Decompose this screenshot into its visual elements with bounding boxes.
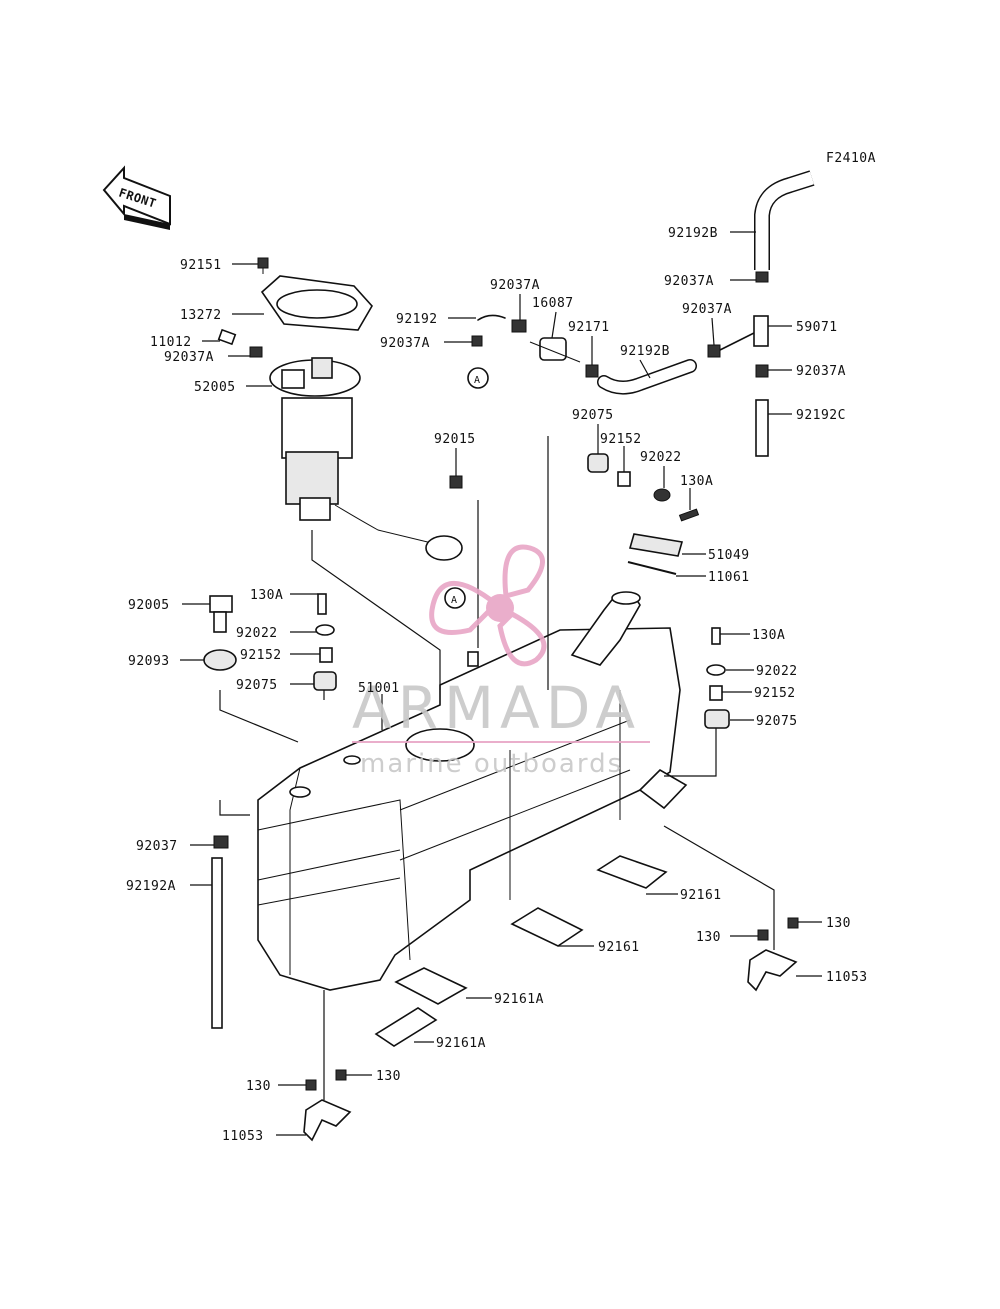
label-92171: 92171 (568, 320, 610, 335)
label-92037a-pump: 92037A (164, 350, 214, 365)
label-92015: 92015 (434, 432, 476, 447)
label-51049: 51049 (708, 548, 750, 563)
callout-a-tank: A (451, 595, 458, 606)
label-92161a-b: 92161A (436, 1036, 486, 1051)
figure-code: F2410A (826, 151, 876, 166)
label-92037a-5: 92037A (796, 364, 846, 379)
fuel-tank-body: A (257, 587, 688, 991)
watermark-tagline: marine outboards (360, 749, 623, 779)
label-13272: 13272 (180, 308, 222, 323)
label-92161a-a: 92161A (494, 992, 544, 1007)
label-92161-a: 92161 (680, 888, 722, 903)
label-92192c: 92192C (796, 408, 846, 423)
filler-mount-hardware (449, 453, 700, 575)
label-92075-top: 92075 (572, 408, 614, 423)
label-92152-top: 92152 (600, 432, 642, 447)
label-92192a: 92192A (126, 879, 176, 894)
label-130-r1: 130 (826, 916, 851, 931)
label-11053-r: 11053 (826, 970, 868, 985)
label-130-l2: 130 (376, 1069, 401, 1084)
leader-lines (180, 231, 822, 1136)
label-92075-right: 92075 (756, 714, 798, 729)
propeller-logo-icon (429, 544, 547, 667)
label-92037a-3: 92037A (682, 302, 732, 317)
label-92022-top: 92022 (640, 450, 682, 465)
label-130-r2: 130 (696, 930, 721, 945)
label-92161-b: 92161 (598, 940, 640, 955)
label-11012: 11012 (150, 335, 192, 350)
label-92037: 92037 (136, 839, 178, 854)
label-92152-right: 92152 (754, 686, 796, 701)
label-92005: 92005 (128, 598, 170, 613)
label-16087: 16087 (532, 296, 574, 311)
label-92037a-2: 92037A (380, 336, 430, 351)
label-11061: 11061 (708, 570, 750, 585)
brackets (303, 917, 799, 1142)
vent-hose-assembly: A (467, 170, 815, 457)
tank-pads (374, 855, 668, 1047)
label-92152-left: 92152 (240, 648, 282, 663)
label-92192b-top: 92192B (668, 226, 718, 241)
side-hose (211, 835, 229, 1029)
label-11053-l: 11053 (222, 1129, 264, 1144)
label-130a-left: 130A (250, 588, 283, 603)
label-92093: 92093 (128, 654, 170, 669)
label-130a-right: 130A (752, 628, 785, 643)
left-mount-stack (203, 593, 337, 691)
label-51001: 51001 (358, 681, 400, 696)
callout-a-top: A (474, 375, 481, 386)
label-92192b-mid: 92192B (620, 344, 670, 359)
label-92022-left: 92022 (236, 626, 278, 641)
label-92037a-4: 92037A (664, 274, 714, 289)
front-arrow-icon: FRONT (102, 165, 171, 230)
label-92037a-1: 92037A (490, 278, 540, 293)
label-92192: 92192 (396, 312, 438, 327)
label-92151: 92151 (180, 258, 222, 273)
watermark-brand: ARMADA (352, 674, 641, 742)
label-130a-top: 130A (680, 474, 713, 489)
label-92022-right: 92022 (756, 664, 798, 679)
label-59071: 59071 (796, 320, 838, 335)
label-52005: 52005 (194, 380, 236, 395)
part-labels: 92151 13272 11012 92037A 52005 92192 920… (126, 226, 868, 1144)
watermark: ARMADA marine outboards (352, 544, 650, 779)
fuel-pump-assembly (217, 257, 463, 561)
label-92075-left: 92075 (236, 678, 278, 693)
label-130-l1: 130 (246, 1079, 271, 1094)
right-mount-stack (704, 627, 730, 729)
